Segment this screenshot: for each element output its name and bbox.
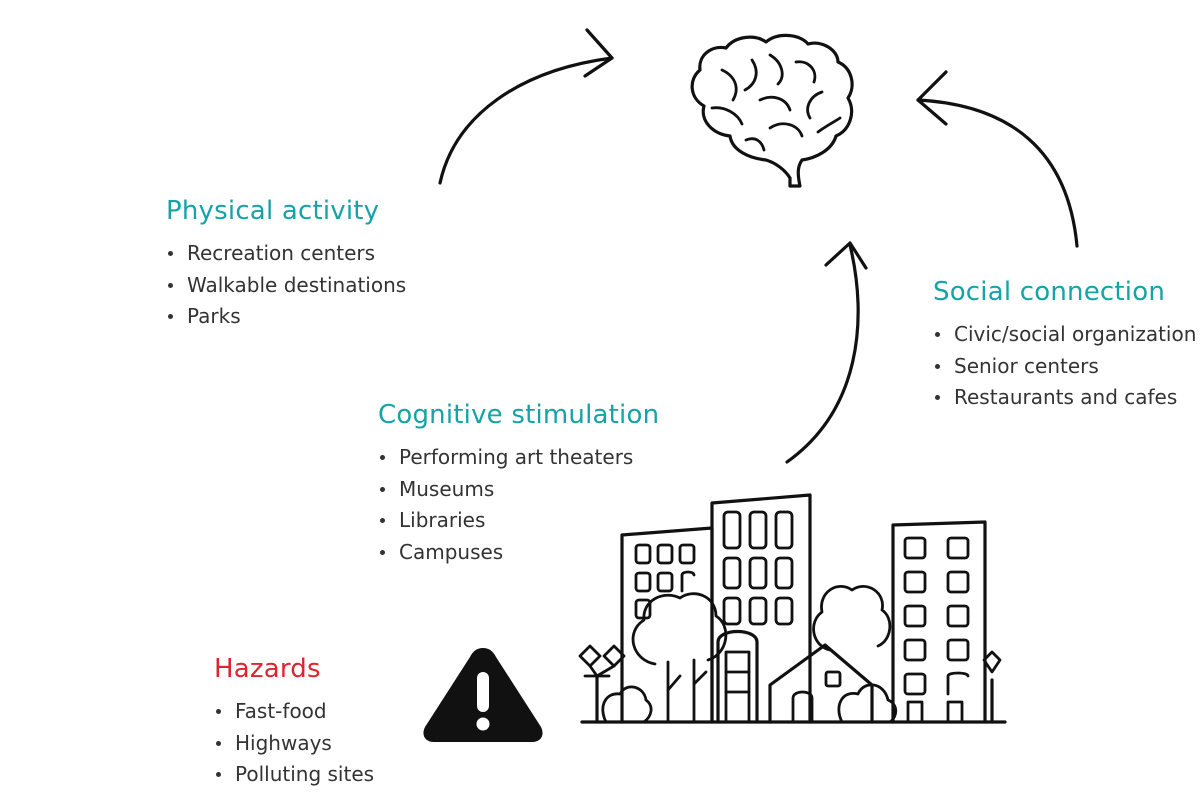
list-item: Recreation centers [166, 238, 406, 270]
hazards-list: Fast-food Highways Polluting sites [214, 696, 374, 791]
list-item: Civic/social organization [933, 319, 1200, 351]
list-item: Restaurants and cafes [933, 382, 1200, 414]
list-item: Walkable destinations [166, 270, 406, 302]
list-item: Fast-food [214, 696, 374, 728]
cognitive-stimulation-list: Performing art theaters Museums Librarie… [378, 442, 659, 568]
list-item: Parks [166, 301, 406, 333]
warning-triangle-icon [423, 648, 543, 742]
list-item: Polluting sites [214, 759, 374, 791]
social-connection-heading: Social connection [933, 277, 1166, 307]
list-item: Museums [378, 474, 659, 506]
arrow-social-to-brain [916, 70, 1079, 248]
social-connection-list: Civic/social organization Senior centers… [933, 319, 1200, 414]
city-skyline-icon [578, 493, 1007, 724]
list-item: Highways [214, 728, 374, 760]
list-item: Senior centers [933, 351, 1200, 383]
list-item: Performing art theaters [378, 442, 659, 474]
physical-activity-list: Recreation centers Walkable destinations… [166, 238, 406, 333]
arrow-city-to-brain [785, 241, 868, 464]
curved-arrow-icon [438, 56, 614, 185]
curved-arrow-icon [916, 98, 1079, 248]
physical-activity-heading: Physical activity [166, 196, 380, 226]
cognitive-stimulation-section: Cognitive stimulation Performing art the… [378, 400, 659, 568]
arrow-physical-to-brain [438, 28, 614, 185]
social-connection-section: Social connection Civic/social organizat… [933, 277, 1200, 414]
list-item: Libraries [378, 505, 659, 537]
hazards-heading: Hazards [214, 654, 321, 684]
physical-activity-section: Physical activity Recreation centers Wal… [166, 196, 406, 333]
cognitive-stimulation-heading: Cognitive stimulation [378, 400, 660, 430]
brain-icon [690, 33, 854, 188]
list-item: Campuses [378, 537, 659, 569]
curved-arrow-icon [785, 243, 860, 464]
hazards-section: Hazards Fast-food Highways Polluting sit… [214, 654, 374, 791]
